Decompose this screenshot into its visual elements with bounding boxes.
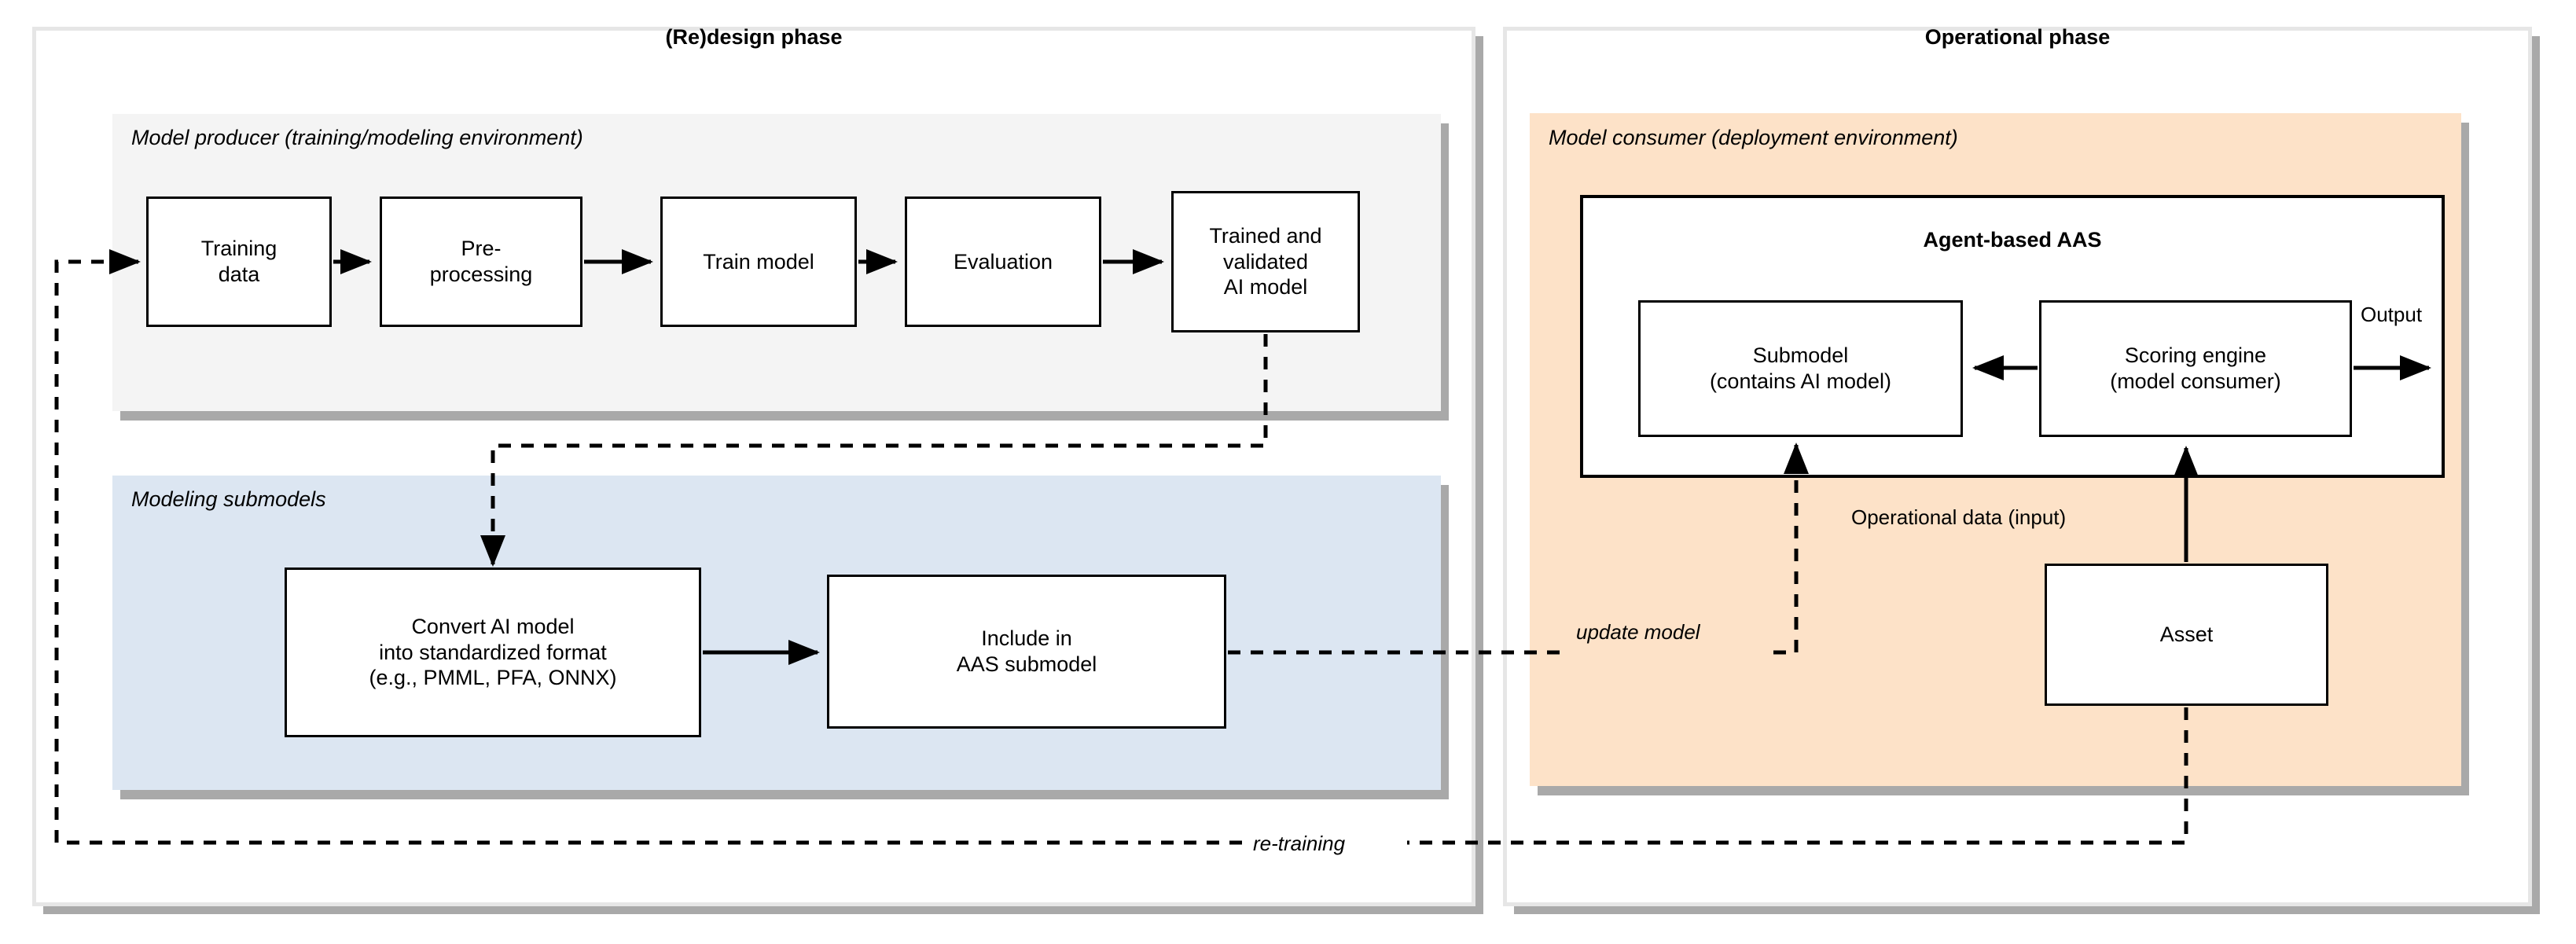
- modeling-submodels-label: Modeling submodels: [131, 487, 326, 511]
- submodels-env-shadow: [120, 790, 1449, 799]
- left-panel-shadow-right: [1475, 36, 1483, 914]
- process-box-asset-label: Asset: [2159, 623, 2214, 647]
- left-panel-shadow: [43, 906, 1483, 914]
- agent-based-aas-title: Agent-based AAS: [1923, 228, 2102, 252]
- process-box-submodel[interactable]: Submodel (contains AI model): [1638, 300, 1963, 437]
- process-box-convert-ai-model-label: Convert AI model into standardized forma…: [369, 614, 617, 690]
- process-box-training-data[interactable]: Training data: [146, 197, 332, 327]
- process-box-convert-ai-model[interactable]: Convert AI model into standardized forma…: [285, 568, 701, 737]
- process-box-training-data-label: Training data: [200, 237, 277, 286]
- consumer-env-shadow-right: [2460, 123, 2469, 795]
- right-panel-shadow: [1514, 906, 2540, 914]
- operational-data-label: Operational data (input): [1851, 505, 2067, 529]
- process-box-trained-validated-ai-model[interactable]: Trained and validated AI model: [1171, 191, 1360, 332]
- process-box-train-model-label: Train model: [703, 249, 814, 274]
- process-box-train-model[interactable]: Train model: [660, 197, 857, 327]
- output-label: Output: [2361, 303, 2423, 326]
- process-box-evaluation[interactable]: Evaluation: [905, 197, 1101, 327]
- operational-phase-title: Operational phase: [1924, 25, 2111, 49]
- process-box-submodel-label: Submodel (contains AI model): [1709, 343, 1892, 393]
- process-box-asset[interactable]: Asset: [2045, 564, 2328, 706]
- process-box-evaluation-label: Evaluation: [953, 249, 1053, 274]
- process-box-scoring-engine-label: Scoring engine (model consumer): [2110, 343, 2281, 393]
- process-box-pre-processing-label: Pre- processing: [429, 237, 533, 286]
- process-box-include-in-aas-submodel-label: Include in AAS submodel: [956, 626, 1097, 676]
- process-box-trained-validated-ai-model-label: Trained and validated AI model: [1209, 223, 1322, 299]
- producer-env-shadow: [120, 411, 1449, 421]
- consumer-env-shadow: [1538, 786, 2469, 795]
- process-box-include-in-aas-submodel[interactable]: Include in AAS submodel: [827, 575, 1226, 729]
- model-consumer-label: Model consumer (deployment environment): [1549, 126, 1958, 149]
- producer-env-shadow-right: [1439, 123, 1449, 421]
- process-box-pre-processing[interactable]: Pre- processing: [380, 197, 582, 327]
- model-producer-label: Model producer (training/modeling enviro…: [131, 126, 583, 149]
- re-training-label: re-training: [1253, 832, 1346, 855]
- update-model-label: update model: [1576, 620, 1700, 644]
- process-box-scoring-engine[interactable]: Scoring engine (model consumer): [2039, 300, 2352, 437]
- right-panel-shadow-right: [2532, 36, 2540, 914]
- redesign-phase-title: (Re)design phase: [665, 25, 843, 49]
